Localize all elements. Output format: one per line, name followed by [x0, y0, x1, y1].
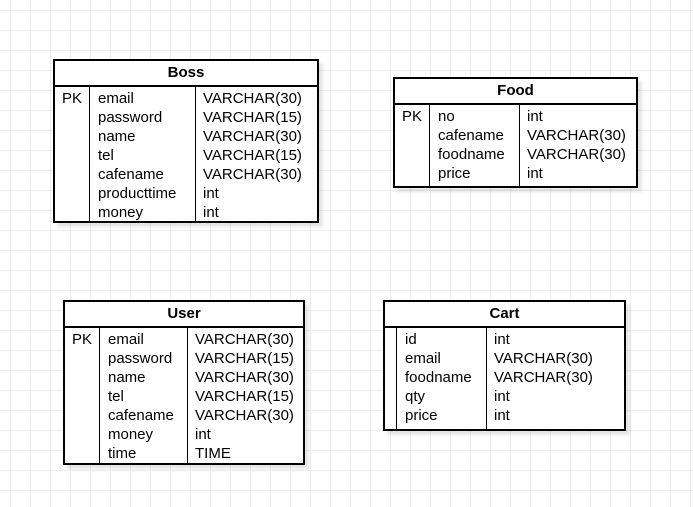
pk-cell: PK — [395, 105, 430, 186]
field-name: cafename — [108, 407, 174, 424]
pk-label: PK — [401, 108, 422, 125]
field-type: VARCHAR(15) — [195, 350, 294, 367]
field-type: int — [203, 204, 219, 221]
entity-title: Food — [395, 79, 636, 105]
pk-cell: PK — [65, 328, 100, 463]
field-name: name — [98, 128, 136, 145]
field-type: VARCHAR(30) — [494, 369, 593, 386]
field-type: VARCHAR(30) — [195, 407, 294, 424]
pk-cell: PK — [55, 87, 90, 221]
field-type: VARCHAR(30) — [494, 350, 593, 367]
field-type: VARCHAR(30) — [203, 90, 302, 107]
attr-column: email password name tel cafename producttime m… — [90, 87, 196, 221]
field-name: tel — [108, 388, 124, 405]
field-name: cafename — [98, 166, 164, 183]
field-name: time — [108, 445, 137, 462]
entity-title: User — [65, 302, 303, 328]
field-name: id — [405, 331, 417, 348]
entity-table-boss[interactable]: Boss PK email password name tel cafename prod… — [53, 59, 319, 223]
type-column: VARCHAR(30) VARCHAR(15) VARCHAR(30) VARCHAR… — [196, 87, 317, 221]
pk-label: PK — [71, 331, 92, 348]
pk-cell — [385, 328, 397, 429]
entity-title: Cart — [385, 302, 624, 328]
field-name: producttime — [98, 185, 177, 202]
entity-table-user[interactable]: User PK email password name tel cafename mone… — [63, 300, 305, 465]
field-type: int — [527, 165, 543, 182]
field-name: no — [438, 108, 455, 125]
field-type: int — [203, 185, 219, 202]
field-type: VARCHAR(30) — [203, 166, 302, 183]
field-type: VARCHAR(15) — [203, 109, 302, 126]
field-name: money — [98, 204, 144, 221]
attr-column: id email foodname qty price — [397, 328, 487, 429]
field-type: int — [527, 108, 543, 125]
entity-title: Boss — [55, 61, 317, 87]
field-type: VARCHAR(30) — [527, 146, 626, 163]
field-name: price — [438, 165, 471, 182]
entity-body: PK email password name tel cafename money time… — [65, 328, 303, 463]
field-name: name — [108, 369, 146, 386]
field-name: foodname — [438, 146, 505, 163]
field-type: VARCHAR(30) — [195, 369, 294, 386]
field-name: password — [98, 109, 163, 126]
field-name: foodname — [405, 369, 472, 386]
type-column: VARCHAR(30) VARCHAR(15) VARCHAR(30) VARCHAR… — [188, 328, 303, 463]
field-name: tel — [98, 147, 114, 164]
field-type: VARCHAR(15) — [195, 388, 294, 405]
field-type: int — [494, 331, 510, 348]
field-type: int — [494, 388, 510, 405]
field-type: VARCHAR(30) — [203, 128, 302, 145]
field-type: VARCHAR(30) — [195, 331, 294, 348]
attr-column: no cafename foodname price — [430, 105, 520, 186]
field-type: int — [195, 426, 211, 443]
pk-label: PK — [61, 90, 82, 107]
entity-body: PK email password name tel cafename productti… — [55, 87, 317, 221]
field-name: cafename — [438, 127, 504, 144]
field-type: TIME — [195, 445, 231, 462]
field-name: email — [108, 331, 144, 348]
field-name: email — [405, 350, 441, 367]
field-name: email — [98, 90, 134, 107]
field-type: VARCHAR(15) — [203, 147, 302, 164]
attr-column: email password name tel cafename money time — [100, 328, 188, 463]
field-name: qty — [405, 388, 426, 405]
field-type: VARCHAR(30) — [527, 127, 626, 144]
field-name: password — [108, 350, 173, 367]
field-type: int — [494, 407, 510, 424]
field-name: price — [405, 407, 438, 424]
field-name: money — [108, 426, 154, 443]
